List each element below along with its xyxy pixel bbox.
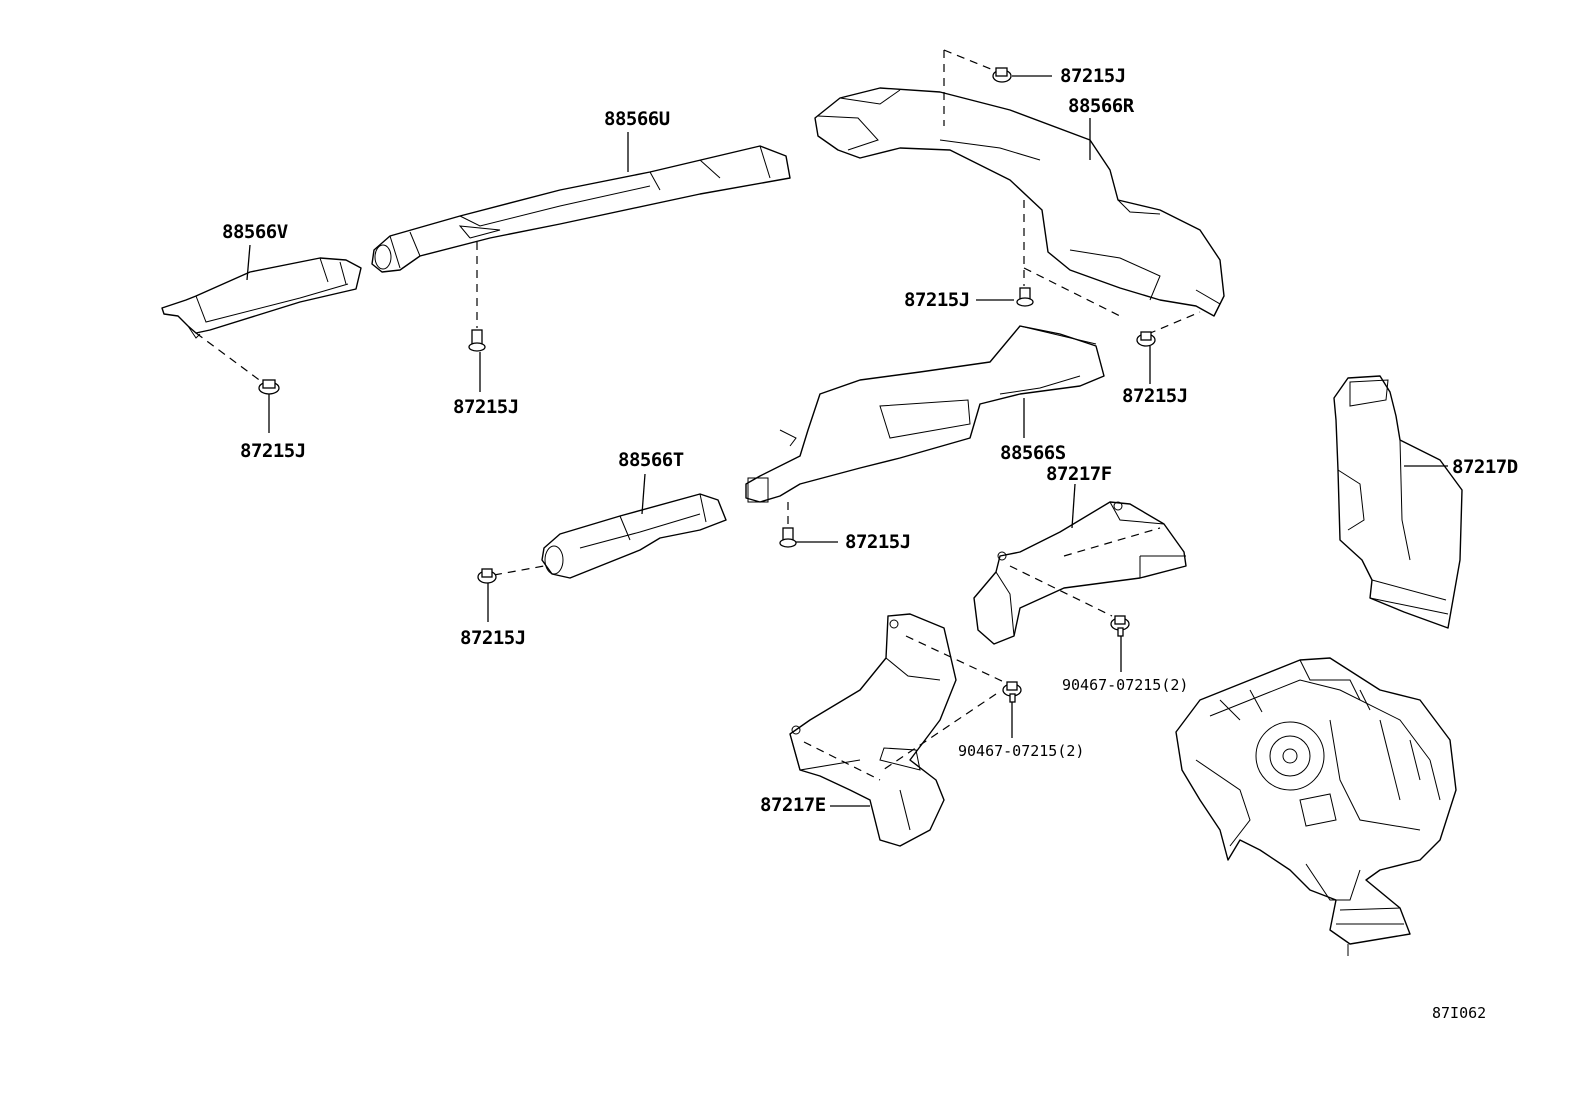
clip-icon-d[interactable] [1016, 287, 1034, 307]
label-screw-b: 90467-07215(2) [958, 742, 1084, 760]
duct-88566t[interactable] [541, 493, 727, 579]
dash-87217f-b [1063, 527, 1161, 557]
label-clip-f: 87215J [845, 531, 911, 553]
label-clip-d: 87215J [904, 289, 970, 311]
dash-87217e-a [905, 635, 1005, 683]
dash-88566v [195, 332, 263, 383]
dash-88566r-topb [943, 49, 999, 73]
duct-88566s[interactable] [745, 325, 1105, 503]
label-87217f: 87217F [1046, 463, 1112, 485]
screw-icon-a[interactable] [1110, 615, 1130, 637]
clip-icon-g[interactable] [477, 568, 497, 584]
label-87217e: 87217E [760, 794, 826, 816]
duct-88566v[interactable] [161, 257, 362, 339]
duct-87217d[interactable] [1333, 375, 1463, 629]
label-clip-b: 87215J [453, 396, 519, 418]
clip-icon-f[interactable] [779, 527, 797, 548]
duct-87217e[interactable] [789, 613, 957, 847]
dash-87217e-b [879, 693, 997, 773]
label-clip-e: 87215J [1122, 385, 1188, 407]
dash-88566t [493, 565, 545, 576]
clip-icon-e[interactable] [1136, 331, 1156, 347]
duct-87217f[interactable] [973, 501, 1187, 645]
leader-87217f [1071, 483, 1076, 529]
clip-icon-a[interactable] [258, 379, 280, 395]
dash-87217f-a [1009, 565, 1113, 617]
label-88566s: 88566S [1000, 442, 1066, 464]
label-clip-a: 87215J [240, 440, 306, 462]
diagram-code: 87I062 [1432, 1004, 1486, 1022]
label-88566u: 88566U [604, 108, 670, 130]
leader-88566v [246, 244, 251, 281]
label-88566t: 88566T [618, 449, 684, 471]
heater-unit-illustration [1175, 657, 1457, 956]
label-screw-a: 90467-07215(2) [1062, 676, 1188, 694]
leader-88566t [641, 473, 646, 515]
screw-icon-b[interactable] [1002, 681, 1022, 703]
clip-icon-c[interactable] [992, 67, 1012, 83]
label-88566r: 88566R [1068, 95, 1135, 117]
clip-icon-b[interactable] [468, 329, 486, 352]
dash-87217e-c [803, 741, 881, 781]
duct-88566r[interactable] [814, 87, 1225, 317]
dash-88566r-low [1023, 267, 1121, 317]
dash-88566r-right [1147, 311, 1201, 335]
label-88566v: 88566V [222, 221, 288, 243]
label-clip-g: 87215J [460, 627, 526, 649]
duct-88566u[interactable] [371, 145, 791, 273]
label-clip-c: 87215J [1060, 65, 1126, 87]
label-87217d: 87217D [1452, 456, 1518, 478]
